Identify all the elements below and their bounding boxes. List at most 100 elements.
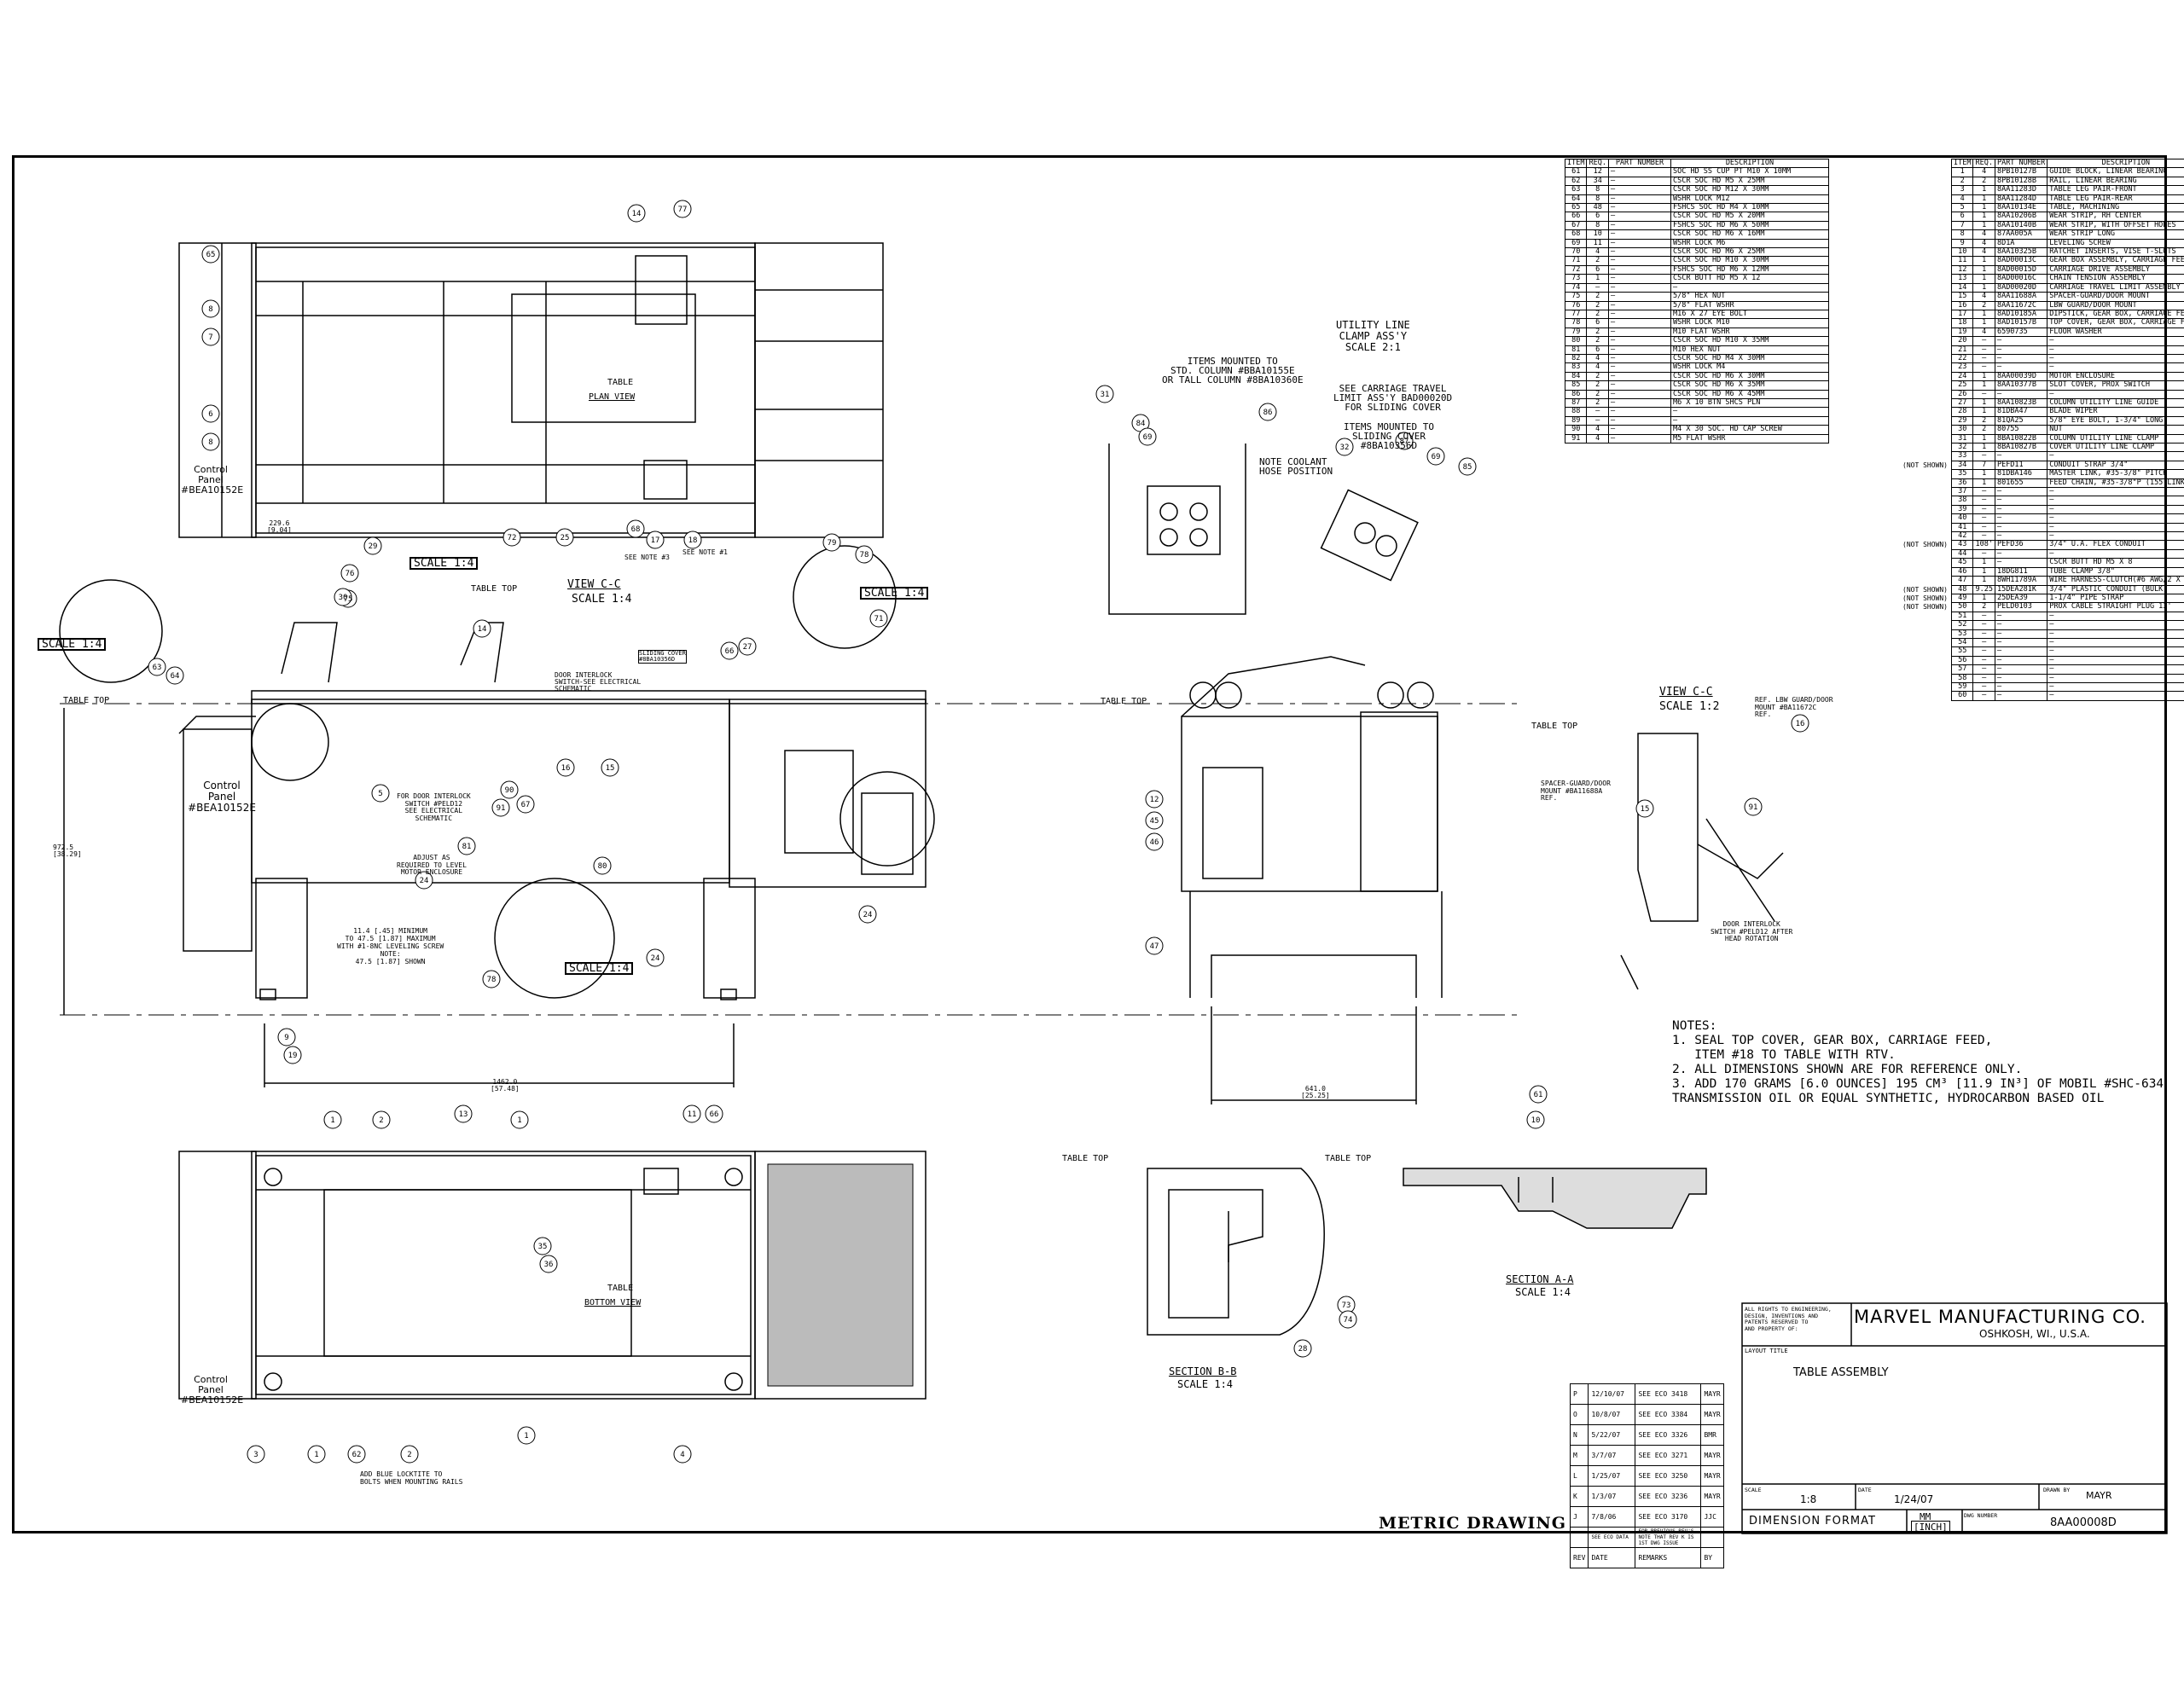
bom-desc: TABLE LEG PAIR-FRONT (2047, 185, 2184, 195)
bom-item: 88 (1564, 407, 1588, 417)
bom-part: – (1994, 522, 2048, 533)
bom-item: 69 (1564, 238, 1588, 249)
bom-item: 4 (1950, 194, 1974, 205)
svg-text:4: 4 (680, 1451, 684, 1459)
svg-text:47: 47 (1150, 942, 1159, 951)
bom-part: – (1607, 425, 1671, 435)
bom-note (1901, 345, 1951, 354)
bom-req: – (1972, 522, 1995, 533)
bom-item: 57 (1950, 664, 1974, 675)
bom-desc: CARRIAGE TRAVEL LIMIT ASSEMBLY (2047, 282, 2184, 293)
bom-desc: – (2047, 548, 2184, 559)
bom-req: 10 (1586, 229, 1609, 240)
bom-desc: – (2047, 646, 2184, 657)
rev-letter: P (1569, 1383, 1589, 1405)
bom-item: 27 (1950, 397, 1974, 409)
bom-req: – (1972, 362, 1995, 373)
bom-part: 81DBA47 (1994, 407, 2048, 417)
bom-note (1901, 514, 1951, 523)
bom-item: 33 (1950, 451, 1974, 461)
rev-letter: L (1569, 1465, 1589, 1487)
bom-req: 1 (1972, 593, 1995, 604)
bom-note (1901, 692, 1951, 700)
dimension-format: DIMENSION FORMAT (1749, 1515, 1876, 1528)
svg-text:11: 11 (688, 1110, 697, 1119)
bom-note (1901, 505, 1951, 513)
svg-text:91: 91 (497, 804, 506, 813)
bom-item: 73 (1564, 274, 1588, 284)
utility-clamp-label: UTILITY LINE CLAMP ASS'Y SCALE 2:1 (1336, 319, 1410, 353)
svg-text:10: 10 (1531, 1116, 1541, 1125)
bom-note (1901, 363, 1951, 372)
bom-row: 52––– (1901, 620, 2184, 630)
items-sliding-label: ITEMS MOUNTED TO SLIDING COVER #8BA10356… (1344, 421, 1434, 451)
bom-part: – (1607, 389, 1671, 399)
bom-item: 32 (1950, 442, 1974, 453)
svg-text:8: 8 (208, 438, 212, 447)
bom-part: – (1994, 646, 2048, 657)
bom-item: 48 (1950, 584, 1974, 594)
bom-item: 10 (1950, 247, 1974, 258)
bom-item: 64 (1564, 194, 1588, 205)
bom-desc: – (2047, 513, 2184, 524)
bom-note (1901, 577, 1951, 585)
bom-desc: RATCHET INSERTS, VISE T-SLOTS (2047, 247, 2184, 258)
sliding-cover-label: SLIDING COVER #8BA10356D (638, 650, 687, 664)
dim-1462: 1462.0 [57.48] (491, 1078, 520, 1093)
bom-desc: M10 HEX NUT (1670, 345, 1829, 355)
bom-item: 3 (1950, 185, 1974, 195)
svg-text:67: 67 (521, 801, 531, 809)
bom-req: 2 (1972, 602, 1995, 612)
bom-row: 57––– (1901, 664, 2184, 675)
bom-req: 4 (1586, 433, 1609, 444)
plan-view (178, 242, 884, 538)
svg-text:15: 15 (606, 764, 615, 773)
section-aa (1403, 1168, 1707, 1229)
bom-item: 42 (1950, 531, 1974, 542)
svg-text:86: 86 (1263, 409, 1273, 417)
bom-item: 21 (1950, 345, 1974, 355)
bom-part: – (1994, 487, 2048, 497)
bom-note (1901, 293, 1951, 301)
bom-desc: – (2047, 664, 2184, 675)
bom-desc: FEED CHAIN, #35-3/8"P (155 LINKS) (2047, 478, 2184, 489)
bom-note (1901, 452, 1951, 461)
rev-header-by: BY (1700, 1547, 1724, 1568)
bom-desc: – (2047, 681, 2184, 693)
bom-req: – (1972, 389, 1995, 399)
svg-text:66: 66 (710, 1110, 719, 1119)
bom-row: 39––– (1901, 504, 2184, 515)
bom-part: PEFD36 (1994, 540, 2048, 550)
bom-row: 21––– (1901, 345, 2184, 355)
scale-1-4-a: SCALE 1:4 (410, 557, 479, 570)
bom-part: – (1607, 274, 1671, 284)
bom-part: – (1607, 212, 1671, 222)
bom-req: 2 (1586, 292, 1609, 302)
bom-desc: COLUMN UTILITY LINE CLAMP (2047, 433, 2184, 444)
section-bb-label: SECTION B-B (1169, 1365, 1237, 1377)
bom-desc: – (2047, 629, 2184, 639)
bom-note (1901, 549, 1951, 558)
svg-text:19: 19 (288, 1052, 298, 1060)
bom-part: – (1607, 238, 1671, 249)
note-line: ITEM #18 TO TABLE WITH RTV. (1672, 1048, 1896, 1062)
svg-text:91: 91 (1749, 803, 1758, 812)
bom-req: – (1972, 451, 1995, 461)
section-aa-scale: SCALE 1:4 (1515, 1286, 1571, 1298)
bom-part: – (1607, 203, 1671, 213)
bom-part: 8AA11283D (1994, 185, 2048, 195)
svg-text:77: 77 (678, 206, 688, 214)
bom-desc: CARRIAGE DRIVE ASSEMBLY (2047, 264, 2184, 275)
locktite-note: ADD BLUE LOCKTITE TO BOLTS WHEN MOUNTING… (360, 1470, 463, 1486)
bom-desc: – (2047, 673, 2184, 683)
